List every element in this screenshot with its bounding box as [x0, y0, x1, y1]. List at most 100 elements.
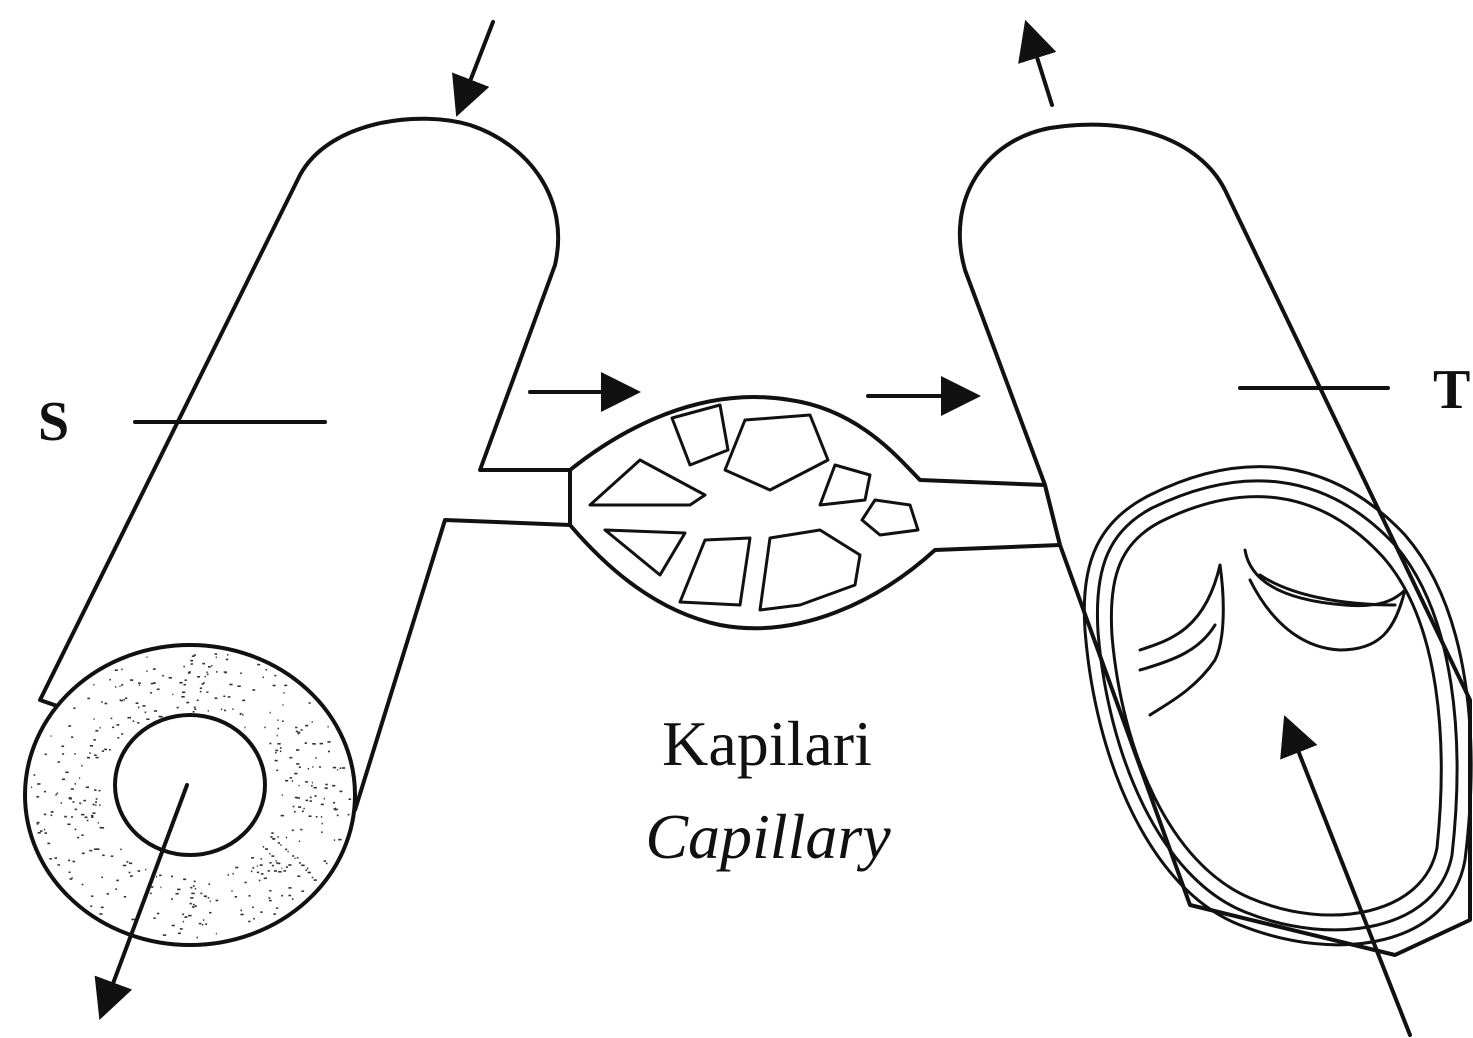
stipple-dot [190, 887, 192, 889]
stipple-dot [178, 933, 181, 935]
stipple-dot [205, 676, 206, 678]
stipple-dot [248, 921, 250, 923]
stipple-dot [301, 865, 304, 867]
stipple-dot [71, 736, 73, 738]
stipple-dot [131, 919, 135, 921]
stipple-dot [288, 895, 291, 897]
stipple-dot [64, 816, 67, 818]
stipple-dot [202, 683, 204, 685]
stipple-dot [305, 725, 308, 727]
stipple-dot [253, 918, 255, 920]
stipple-dot [216, 657, 217, 659]
stipple-dot [315, 757, 316, 759]
stipple-dot [94, 848, 97, 850]
stipple-dot [292, 780, 293, 782]
stipple-dot [138, 870, 141, 872]
stipple-dot [281, 815, 285, 817]
stipple-dot [224, 671, 227, 673]
stipple-dot [129, 872, 131, 874]
stipple-dot [269, 853, 270, 855]
stipple-dot [183, 921, 184, 923]
stipple-dot [275, 750, 278, 752]
stipple-dot [226, 659, 228, 661]
stipple-dot [86, 787, 89, 789]
stipple-dot [305, 781, 308, 783]
stipple-dot [342, 767, 345, 769]
stipple-dot [87, 757, 90, 759]
stipple-dot [282, 704, 283, 706]
stipple-dot [349, 798, 352, 800]
stipple-dot [273, 913, 276, 915]
stipple-dot [209, 912, 212, 914]
stipple-dot [273, 685, 276, 687]
stipple-dot [93, 684, 94, 686]
stipple-dot [228, 874, 230, 876]
stipple-dot [176, 893, 179, 895]
stipple-dot [36, 796, 39, 798]
stipple-dot [91, 816, 93, 818]
stipple-dot [337, 815, 339, 817]
stipple-dot [334, 839, 335, 841]
stipple-dot [70, 878, 73, 880]
stipple-dot [77, 837, 79, 839]
stipple-dot [203, 919, 204, 921]
stipple-dot [98, 822, 99, 824]
stipple-dot [322, 823, 323, 825]
stipple-dot [200, 893, 202, 895]
stipple-dot [190, 903, 192, 905]
stipple-dot [207, 674, 209, 676]
capillary-network [570, 397, 1060, 628]
stipple-dot [292, 830, 294, 832]
stipple-dot [146, 656, 147, 658]
label-t: T [1433, 359, 1470, 421]
stipple-dot [289, 757, 292, 759]
stipple-dot [121, 669, 123, 671]
stipple-dot [324, 798, 325, 800]
stipple-dot [190, 897, 193, 899]
stipple-dot [316, 816, 318, 818]
stipple-dot [277, 735, 278, 737]
stipple-dot [200, 691, 202, 693]
stipple-dot [272, 838, 275, 840]
stipple-dot [311, 785, 313, 787]
stipple-dot [321, 816, 322, 818]
stipple-dot [94, 718, 95, 720]
stipple-dot [309, 815, 312, 817]
stipple-dot [285, 780, 288, 782]
stipple-dot [299, 862, 301, 864]
stipple-dot [177, 707, 179, 709]
stipple-dot [298, 806, 301, 808]
stipple-dot [264, 878, 267, 880]
stipple-dot [227, 654, 228, 656]
stipple-dot [288, 864, 291, 866]
stipple-dot [242, 714, 243, 716]
stipple-dot [181, 696, 184, 698]
stipple-dot [138, 682, 141, 684]
stipple-dot [319, 766, 321, 768]
stipple-dot [128, 717, 132, 719]
stipple-dot [192, 906, 195, 908]
stipple-dot [240, 713, 242, 715]
stipple-dot [257, 865, 258, 867]
stipple-dot [295, 727, 297, 729]
stipple-dot [292, 855, 294, 857]
stipple-dot [294, 811, 296, 813]
stipple-dot [191, 663, 193, 665]
stipple-dot [271, 832, 273, 834]
stipple-dot [299, 841, 300, 843]
stipple-dot [312, 877, 314, 879]
stipple-dot [184, 916, 185, 918]
stipple-dot [133, 720, 135, 722]
stipple-dot [102, 750, 104, 752]
stipple-dot [235, 896, 237, 898]
stipple-dot [231, 890, 232, 892]
stipple-dot [130, 875, 133, 877]
stipple-dot [299, 766, 301, 768]
stipple-dot [197, 676, 200, 678]
stipple-dot [312, 782, 313, 784]
stipple-dot [312, 766, 313, 768]
stipple-dot [274, 870, 277, 872]
stipple-dot [195, 888, 196, 890]
stipple-dot [124, 896, 126, 898]
stipple-dot [224, 710, 226, 712]
